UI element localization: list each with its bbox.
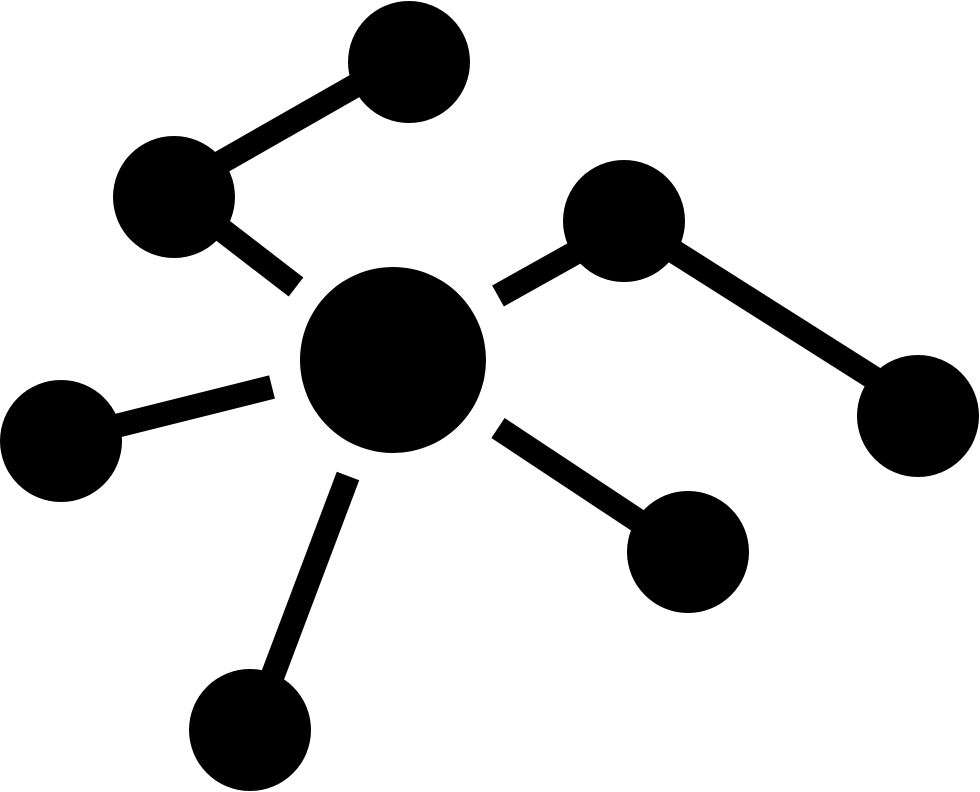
node-upper-left [113, 136, 235, 258]
edge-hub-to-upper-left [214, 220, 304, 297]
edge-hub-to-left [113, 375, 275, 438]
node-far-right [857, 355, 979, 477]
edge-hub-to-bottom [256, 471, 360, 693]
node-top [348, 1, 470, 123]
node-left [0, 380, 122, 502]
node-lower-right [627, 491, 749, 613]
hub-node [300, 267, 486, 453]
network-edges [113, 72, 887, 693]
node-right [563, 160, 685, 282]
edge-upper-left-link [212, 72, 366, 175]
edge-right-link [660, 236, 887, 393]
edge-hub-to-lower-right [491, 417, 659, 541]
edge-hub-to-right [492, 238, 588, 307]
node-bottom [189, 669, 311, 791]
